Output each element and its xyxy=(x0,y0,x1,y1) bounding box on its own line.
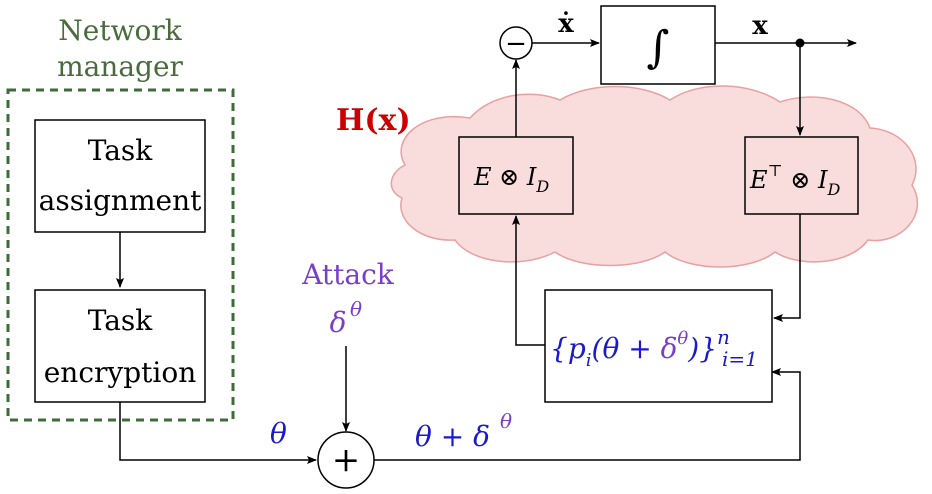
network-manager-title-1: Network xyxy=(58,14,183,47)
attack-delta-sup: θ xyxy=(350,297,362,321)
network-manager-title-2: manager xyxy=(57,50,183,83)
task-assignment-label-1: Task xyxy=(88,134,154,167)
e-transpose-kron-block xyxy=(744,136,859,215)
e-kron-label: E ⊗ ID xyxy=(473,163,549,196)
xdot-label: ẋ xyxy=(558,9,574,39)
perturbed-signal-line xyxy=(374,368,801,461)
task-encryption-label-2: encryption xyxy=(44,356,197,389)
task-assignment-box xyxy=(34,119,206,233)
theta-plus-delta-base: θ + δ xyxy=(415,420,490,453)
privacy-function-box xyxy=(544,289,773,403)
theta-signal-line xyxy=(119,402,317,464)
theta-plus-delta-sup: θ xyxy=(500,409,512,433)
h-x-label: H(x) xyxy=(336,103,411,138)
task-encryption-label-1: Task xyxy=(88,304,154,337)
cloud-hx xyxy=(390,85,919,268)
integrator-symbol: ∫ xyxy=(647,22,670,73)
attack-label: Attack xyxy=(301,258,395,291)
attack-delta: δ xyxy=(330,306,347,339)
sum-symbol: + xyxy=(332,440,361,480)
task-assignment-label-2: assignment xyxy=(39,184,202,217)
right-block-to-privacy-line xyxy=(773,214,801,322)
task-encryption-box xyxy=(34,289,206,403)
x-label: x xyxy=(752,11,768,41)
privacy-function-label: {pi(θ + δθ)}n xyxy=(550,325,730,371)
network-manager-box xyxy=(6,88,235,422)
theta-label: θ xyxy=(270,417,287,450)
privacy-to-left-block-line xyxy=(512,215,545,346)
e-kron-block xyxy=(458,136,574,215)
integrator-block xyxy=(600,5,716,85)
privacy-function-subrange: i=1 xyxy=(722,347,758,371)
minus-symbol: − xyxy=(505,29,527,59)
e-transpose-kron-label: E⊤ ⊗ ID xyxy=(749,161,840,199)
